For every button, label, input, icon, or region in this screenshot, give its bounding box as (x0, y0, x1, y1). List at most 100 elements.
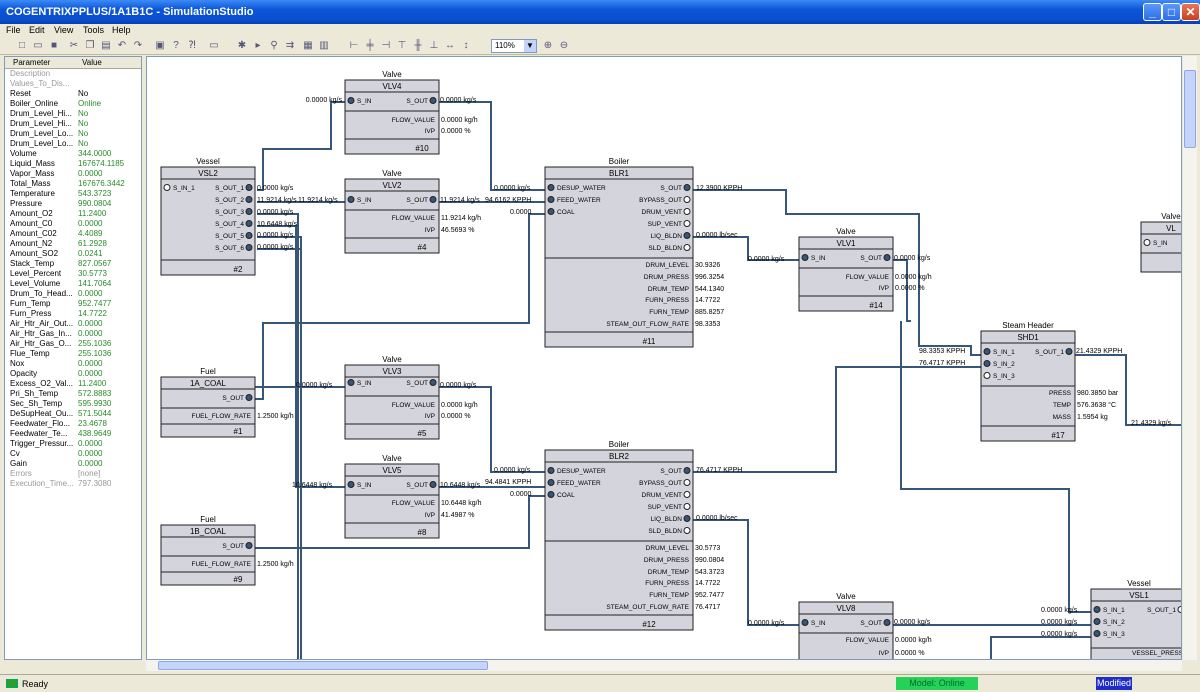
property-value[interactable]: No (78, 89, 89, 98)
property-row[interactable]: Air_Htr_Air_Out...0.0000 (5, 319, 141, 329)
property-value[interactable]: 255.1036 (78, 349, 112, 358)
output-port-icon[interactable] (245, 542, 253, 549)
help-icon[interactable]: ? (173, 40, 179, 51)
stream-connector[interactable] (255, 495, 545, 549)
vertical-scroll-thumb[interactable] (1184, 70, 1196, 148)
align-center-icon[interactable]: ╪ (366, 40, 374, 51)
parameter-column-header[interactable]: Parameter (13, 58, 51, 67)
property-value[interactable]: 167676.3442 (78, 179, 125, 188)
property-row[interactable]: Values_To_Dis... (5, 79, 141, 89)
property-value[interactable]: 797.3080 (78, 479, 112, 488)
output-port-icon[interactable] (245, 220, 253, 227)
block-vsl1[interactable]: VesselVSL1S_IN_1S_IN_2S_IN_3S_OUT_1VESSE… (1090, 579, 1182, 660)
stream-connector[interactable] (439, 386, 545, 473)
property-row[interactable]: Drum_Level_Lo...No (5, 129, 141, 139)
property-value[interactable]: 0.0241 (78, 249, 103, 258)
close-button[interactable]: ✕ (1181, 3, 1200, 21)
output-port-icon[interactable] (429, 97, 437, 104)
menu-help[interactable]: Help (112, 25, 131, 35)
property-value[interactable]: 952.7477 (78, 299, 112, 308)
property-value[interactable]: 0.0000 (78, 329, 103, 338)
output-port-icon[interactable] (245, 244, 253, 251)
grid-icon[interactable]: ▦ (303, 40, 313, 51)
input-port-icon[interactable] (1093, 618, 1101, 625)
property-value[interactable]: 0.0000 (78, 319, 103, 328)
property-row[interactable]: Drum_To_Head...0.0000 (5, 289, 141, 299)
property-value[interactable]: 4.4089 (78, 229, 103, 238)
property-value[interactable]: 0.0000 (78, 449, 103, 458)
property-value[interactable]: 23.4678 (78, 419, 107, 428)
align-left-icon[interactable]: ⊢ (349, 40, 359, 51)
input-port-icon[interactable] (801, 619, 809, 626)
property-value[interactable]: 0.0000 (78, 289, 103, 298)
input-port-icon[interactable] (801, 254, 809, 261)
property-value[interactable]: 61.2928 (78, 239, 107, 248)
output-port-icon[interactable] (683, 232, 691, 239)
property-row[interactable]: Air_Htr_Gas_In...0.0000 (5, 329, 141, 339)
block-shd1[interactable]: Steam HeaderSHD1#17S_IN_1S_IN_2S_IN_3S_O… (980, 321, 1119, 442)
property-value[interactable]: 571.5044 (78, 409, 112, 418)
output-port-icon[interactable] (683, 467, 691, 474)
output-port-icon[interactable] (683, 503, 691, 510)
output-port-icon[interactable] (429, 196, 437, 203)
property-row[interactable]: DeSupHeat_Ou...571.5044 (5, 409, 141, 419)
menu-tools[interactable]: Tools (83, 25, 105, 35)
stream-connector[interactable] (1075, 354, 1182, 426)
property-value[interactable]: 30.5773 (78, 269, 107, 278)
property-value[interactable]: No (78, 139, 89, 148)
block-blr2[interactable]: BoilerBLR2#12DESUP_WATERFEED_WATERCOALS_… (544, 440, 724, 631)
property-value[interactable]: 0.0000 (78, 359, 103, 368)
output-port-icon[interactable] (429, 379, 437, 386)
output-port-icon[interactable] (245, 196, 253, 203)
output-port-icon[interactable] (245, 184, 253, 191)
undo-icon[interactable]: ↶ (117, 40, 127, 51)
align-right-icon[interactable]: ⊣ (381, 40, 391, 51)
context-help-icon[interactable]: ⁈ (188, 40, 196, 51)
menu-view[interactable]: View (54, 25, 74, 35)
stream-connector[interactable] (990, 636, 1091, 660)
property-row[interactable]: Drum_Level_Hi...No (5, 119, 141, 129)
stream-connector[interactable] (693, 366, 981, 473)
layout-icon[interactable]: ▥ (319, 40, 329, 51)
property-value[interactable]: 0.0000 (78, 439, 103, 448)
output-port-icon[interactable] (1177, 606, 1182, 613)
property-row[interactable]: Drum_Level_Lo...No (5, 139, 141, 149)
property-row[interactable]: Trigger_Pressur...0.0000 (5, 439, 141, 449)
value-column-header[interactable]: Value (82, 58, 102, 67)
property-value[interactable]: 595.9930 (78, 399, 112, 408)
output-port-icon[interactable] (245, 232, 253, 239)
output-port-icon[interactable] (1065, 348, 1073, 355)
input-port-icon[interactable] (983, 348, 991, 355)
property-value[interactable]: Online (78, 99, 102, 108)
property-value[interactable]: 167674.1185 (78, 159, 125, 168)
input-port-icon[interactable] (163, 184, 171, 191)
run-icon[interactable]: ▸ (255, 40, 261, 51)
block-blr1[interactable]: BoilerBLR1#11DESUP_WATERFEED_WATERCOALS_… (544, 157, 724, 348)
input-port-icon[interactable] (983, 360, 991, 367)
save-icon[interactable]: ■ (50, 40, 58, 51)
output-port-icon[interactable] (683, 479, 691, 486)
property-row[interactable]: Drum_Level_Hi...No (5, 109, 141, 119)
input-port-icon[interactable] (347, 196, 355, 203)
property-value[interactable]: 543.3723 (78, 189, 112, 198)
